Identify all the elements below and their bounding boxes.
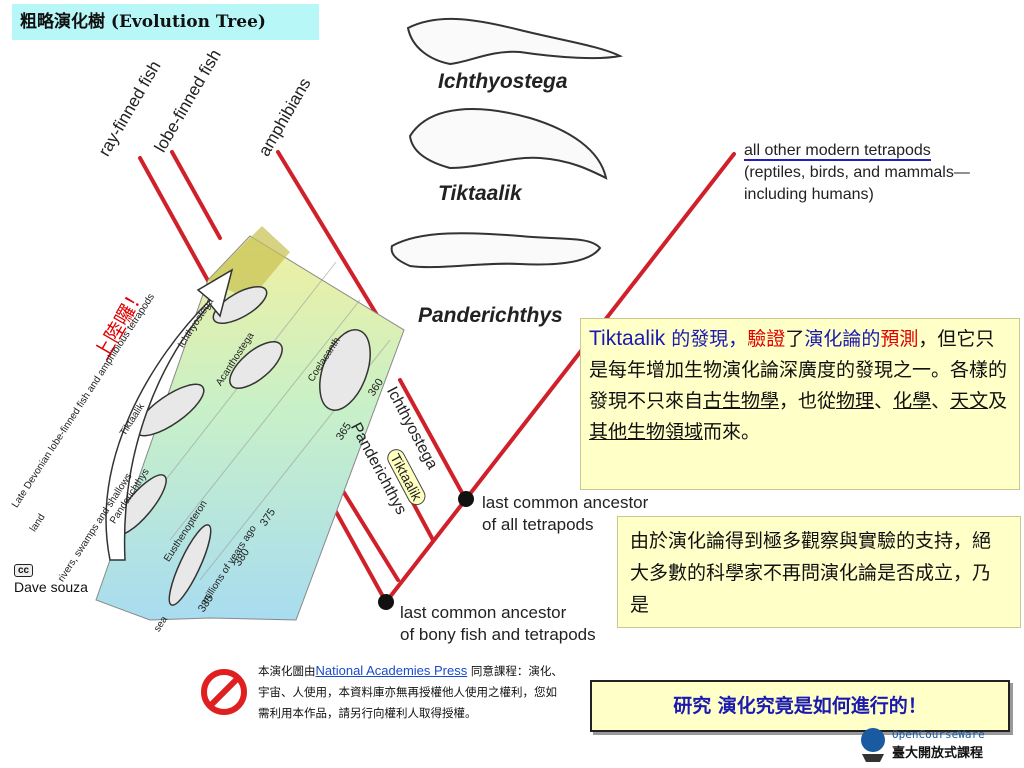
no-reuse-icon — [201, 669, 247, 715]
ocw-logo: OpenCourseWare 臺大開放式課程 — [856, 724, 1022, 766]
ocw-line-1: OpenCourseWare — [892, 728, 985, 741]
info-t11: 化學 — [893, 390, 932, 412]
acanthostega-fossil — [229, 341, 283, 389]
research-box: 研究 演化究竟是如何進行的！ — [590, 680, 1010, 732]
eusthenopteron-fossil — [168, 524, 212, 606]
ichthyostega-drawing — [406, 17, 624, 66]
coelacanth-fossil — [319, 329, 371, 411]
copyright-notice: 本演化圖由National Academies Press 同意課程：演化、宇宙… — [258, 660, 564, 724]
tiktaalik-drawing — [408, 108, 608, 180]
info-t13: 天文 — [950, 390, 989, 412]
branch-trunk — [384, 152, 736, 604]
info-t16: 而來。 — [703, 421, 761, 443]
node-bony-label: last common ancestor of bony fish and te… — [400, 602, 596, 646]
info-t15: 其他生物領域 — [589, 421, 704, 443]
info-t7: 古生物學 — [703, 390, 780, 412]
credit-author: Dave souza — [14, 579, 88, 595]
node-tetrapods — [458, 491, 474, 507]
copyright-post: 同意課程：演化、宇宙、人使用，本資料庫亦無再授權他人使用之權利，您如需利用本作品… — [258, 664, 563, 720]
node-tetrapods-line1: last common ancestor — [482, 493, 649, 512]
info-t10: 、 — [874, 390, 894, 412]
branch-lobe-finned — [170, 150, 222, 240]
devonian-inset — [95, 226, 405, 621]
modern-line-2: (reptiles, birds, and mammals— — [744, 164, 970, 181]
info-t2: 驗證 — [747, 328, 786, 350]
modern-line-3: including humans) — [744, 186, 874, 203]
node-tetrapods-line2: of all tetrapods — [482, 515, 594, 534]
node-bony-line1: last common ancestor — [400, 603, 567, 622]
branch-amphibians — [276, 150, 382, 322]
info-t4: 演化論的 — [804, 328, 881, 350]
info-box: Tiktaalik 的發現，驗證了演化論的預測，但它只是每年增加生物演化論深廣度… — [580, 318, 1020, 490]
ichthyostega-name: Ichthyostega — [438, 70, 568, 93]
node-bony-line2: of bony fish and tetrapods — [400, 625, 596, 644]
info-t6: ，但它只是每年增加生物演化論深廣度的發現之一。各樣的發現不只來自 — [589, 328, 1008, 412]
panderichthys-name: Panderichthys — [418, 304, 563, 327]
cc-license-icon: cc — [14, 564, 34, 577]
modern-tetrapods-label: all other modern tetrapods (reptiles, bi… — [744, 140, 970, 206]
info-t8: ，也從 — [779, 390, 837, 412]
ichthyostega-fossil — [212, 286, 268, 324]
note-box: 由於演化論得到極多觀察與實驗的支持，絕大多數的科學家不再問演化論是否成立，乃是 — [617, 516, 1021, 628]
page-title: 粗略演化樹 (Evolution Tree) — [12, 4, 319, 40]
national-academies-link[interactable]: National Academies Press — [315, 663, 468, 678]
tiktaalik-name: Tiktaalik — [438, 182, 522, 205]
copyright-pre: 本演化圖由 — [258, 664, 316, 678]
modern-line-1: all other modern tetrapods — [744, 142, 931, 161]
info-t1: 的發現， — [665, 328, 748, 350]
panderichthys-drawing — [390, 232, 602, 269]
info-t12: 、 — [931, 390, 951, 412]
node-tetrapods-label: last common ancestor of all tetrapods — [482, 492, 648, 536]
ocw-line-2: 臺大開放式課程 — [892, 746, 984, 761]
branch-ichthyostega — [398, 378, 468, 502]
cc-credit: cc Dave souza — [14, 560, 88, 595]
info-t3: 了 — [785, 328, 805, 350]
info-t9: 物理 — [836, 390, 875, 412]
ntu-logo-icon — [861, 728, 885, 762]
node-bony-fish — [378, 594, 394, 610]
info-t14: 及 — [988, 390, 1008, 412]
landing-arrow — [105, 268, 234, 561]
info-lead: Tiktaalik — [589, 327, 666, 350]
info-t5: 預測 — [880, 328, 919, 350]
